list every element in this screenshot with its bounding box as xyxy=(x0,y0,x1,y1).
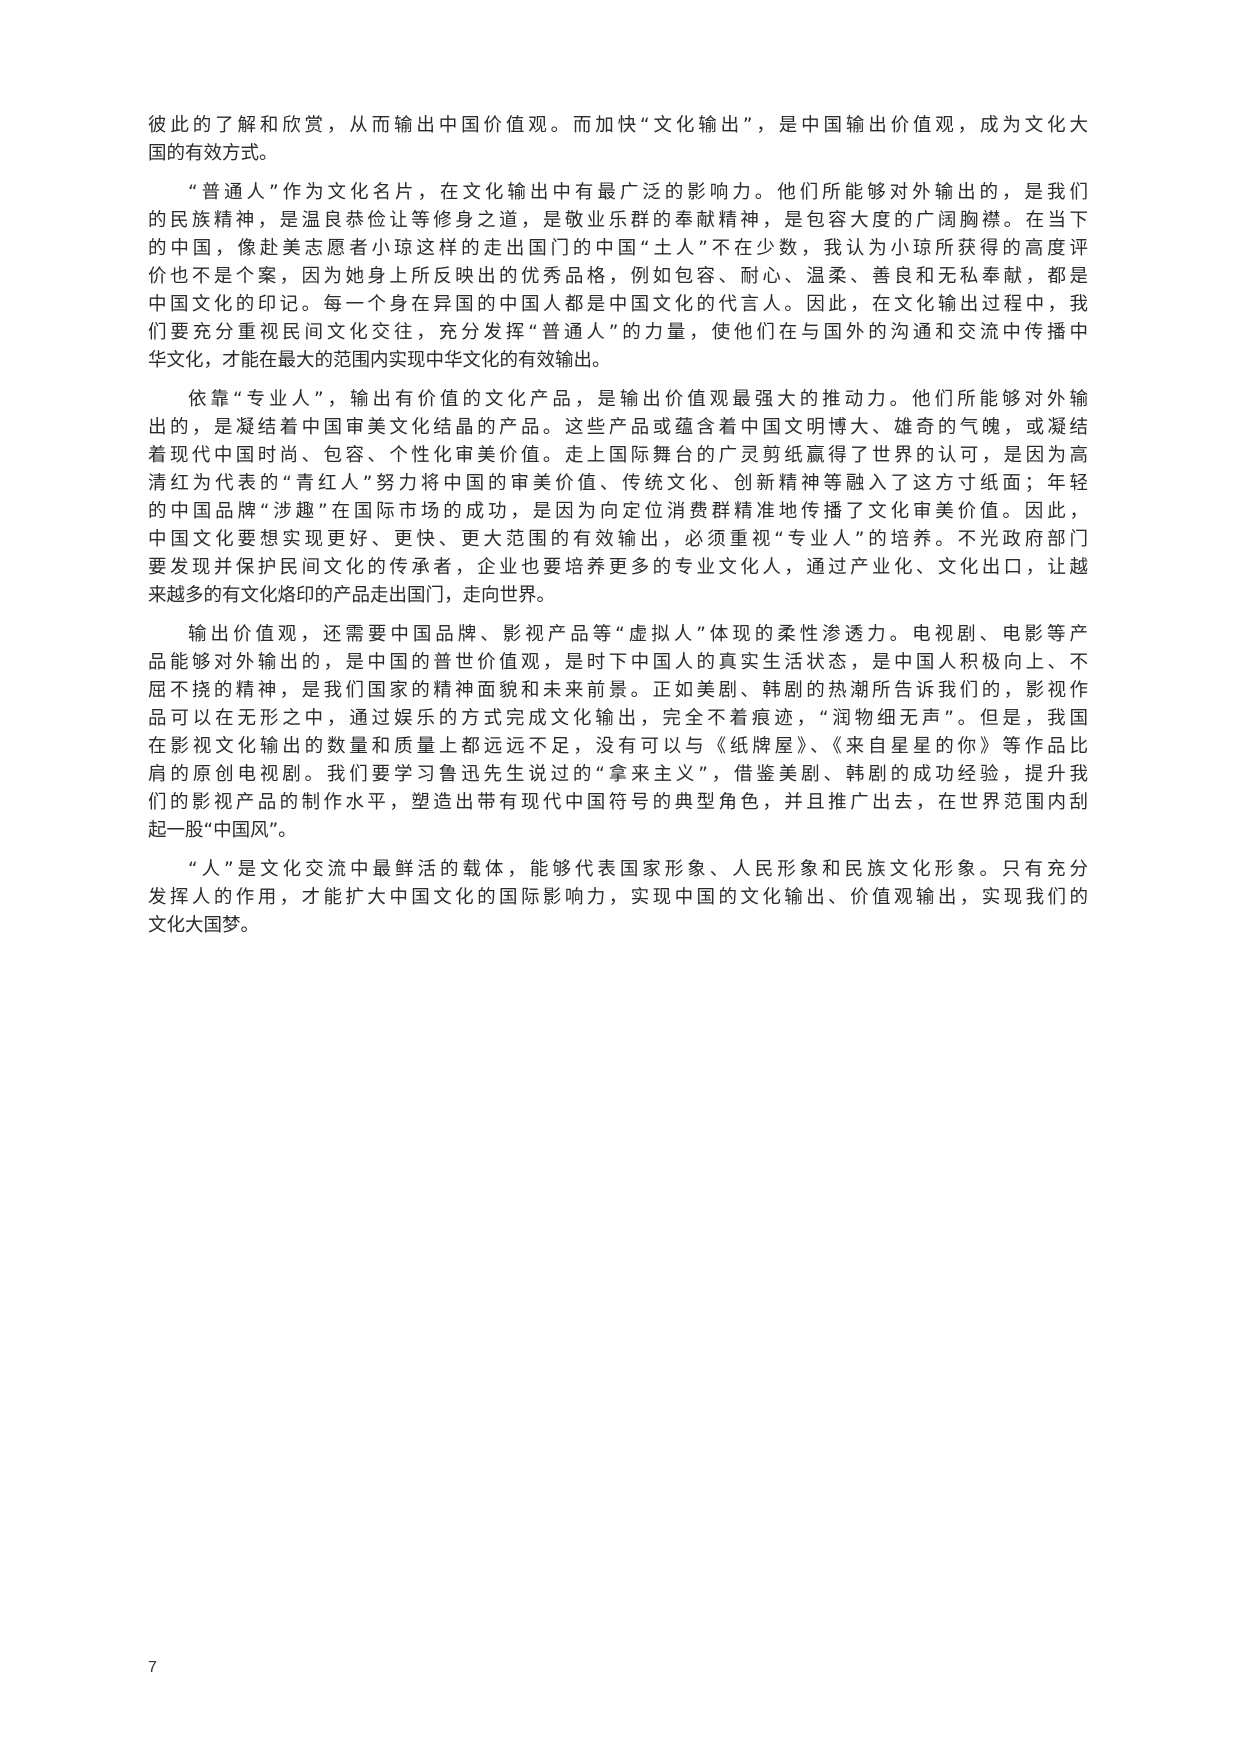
paragraph-2: “普通人”作为文化名片，在文化输出中有最广泛的影响力。他们所能够对外输出的，是我… xyxy=(148,179,1088,375)
text-line: 发挥人的作用，才能扩大中国文化的国际影响力，实现中国的文化输出、价值观输出，实现… xyxy=(148,887,1088,908)
text-line: 肩的原创电视剧。我们要学习鲁迅先生说过的“拿来主义”，借鉴美剧、韩剧的成功经验，… xyxy=(148,764,1088,785)
text-line: 们的影视产品的制作水平，塑造出带有现代中国符号的典型角色，并且推广出去，在世界范… xyxy=(148,792,1088,813)
text-line: 屈不挠的精神，是我们国家的精神面貌和未来前景。正如美剧、韩剧的热潮所告诉我们的，… xyxy=(148,680,1088,701)
text-line: 着现代中国时尚、包容、个性化审美价值。走上国际舞台的广灵剪纸赢得了世界的认可，是… xyxy=(148,445,1088,466)
page-number: 7 xyxy=(148,1659,157,1676)
text-line: 华文化，才能在最大的范围内实现中华文化的有效输出。 xyxy=(148,350,611,371)
text-line: 清红为代表的“青红人”努力将中国的审美价值、传统文化、创新精神等融入了这方寸纸面… xyxy=(148,473,1088,494)
text-line: 品可以在无形之中，通过娱乐的方式完成文化输出，完全不着痕迹，“润物细无声”。但是… xyxy=(148,708,1088,729)
text-line: “普通人”作为文化名片，在文化输出中有最广泛的影响力。他们所能够对外输出的，是我… xyxy=(188,182,1088,203)
text-line: 在影视文化输出的数量和质量上都远远不足，没有可以与《纸牌屋》、《来自星星的你》等… xyxy=(148,736,1088,757)
text-line: 中国文化的印记。每一个身在异国的中国人都是中国文化的代言人。因此，在文化输出过程… xyxy=(148,294,1088,315)
text-line: “人”是文化交流中最鲜活的载体，能够代表国家形象、人民形象和民族文化形象。只有充… xyxy=(188,859,1088,880)
text-line: 来越多的有文化烙印的产品走出国门，走向世界。 xyxy=(148,585,556,606)
text-line: 品能够对外输出的，是中国的普世价值观，是时下中国人的真实生活状态，是中国人积极向… xyxy=(148,652,1088,673)
text-line: 中国文化要想实现更好、更快、更大范围的有效输出，必须重视“专业人”的培养。不光政… xyxy=(148,529,1088,550)
paragraph-1: 彼此的了解和欣赏，从而输出中国价值观。而加快“文化输出”，是中国输出价值观，成为… xyxy=(148,112,1088,168)
text-line: 的中国，像赴美志愿者小琼这样的走出国门的中国“土人”不在少数，我认为小琼所获得的… xyxy=(148,238,1088,259)
text-line: 价也不是个案，因为她身上所反映出的优秀品格，例如包容、耐心、温柔、善良和无私奉献… xyxy=(148,266,1088,287)
text-line: 出的，是凝结着中国审美文化结晶的产品。这些产品或蕴含着中国文明博大、雄奇的气魄，… xyxy=(148,417,1088,438)
text-line: 的民族精神，是温良恭俭让等修身之道，是敬业乐群的奉献精神，是包容大度的广阔胸襟。… xyxy=(148,210,1088,231)
paragraph-3: 依靠“专业人”，输出有价值的文化产品，是输出价值观最强大的推动力。他们所能够对外… xyxy=(148,386,1088,610)
text-line: 输出价值观，还需要中国品牌、影视产品等“虚拟人”体现的柔性渗透力。电视剧、电影等… xyxy=(188,624,1088,645)
paragraph-4: 输出价值观，还需要中国品牌、影视产品等“虚拟人”体现的柔性渗透力。电视剧、电影等… xyxy=(148,621,1088,845)
paragraph-5: “人”是文化交流中最鲜活的载体，能够代表国家形象、人民形象和民族文化形象。只有充… xyxy=(148,856,1088,940)
text-line: 起一股“中国风”。 xyxy=(148,820,297,841)
text-line: 们要充分重视民间文化交往，充分发挥“普通人”的力量，使他们在与国外的沟通和交流中… xyxy=(148,322,1088,343)
text-line: 的中国品牌“涉趣”在国际市场的成功，是因为向定位消费群精准地传播了文化审美价值。… xyxy=(148,501,1088,522)
text-line: 彼此的了解和欣赏，从而输出中国价值观。而加快“文化输出”，是中国输出价值观，成为… xyxy=(148,115,1088,136)
document-body: 彼此的了解和欣赏，从而输出中国价值观。而加快“文化输出”，是中国输出价值观，成为… xyxy=(148,112,1088,951)
text-line: 要发现并保护民间文化的传承者，企业也要培养更多的专业文化人，通过产业化、文化出口… xyxy=(148,557,1088,578)
text-line: 依靠“专业人”，输出有价值的文化产品，是输出价值观最强大的推动力。他们所能够对外… xyxy=(188,389,1088,410)
text-line: 国的有效方式。 xyxy=(148,143,278,164)
text-line: 文化大国梦。 xyxy=(148,915,260,936)
